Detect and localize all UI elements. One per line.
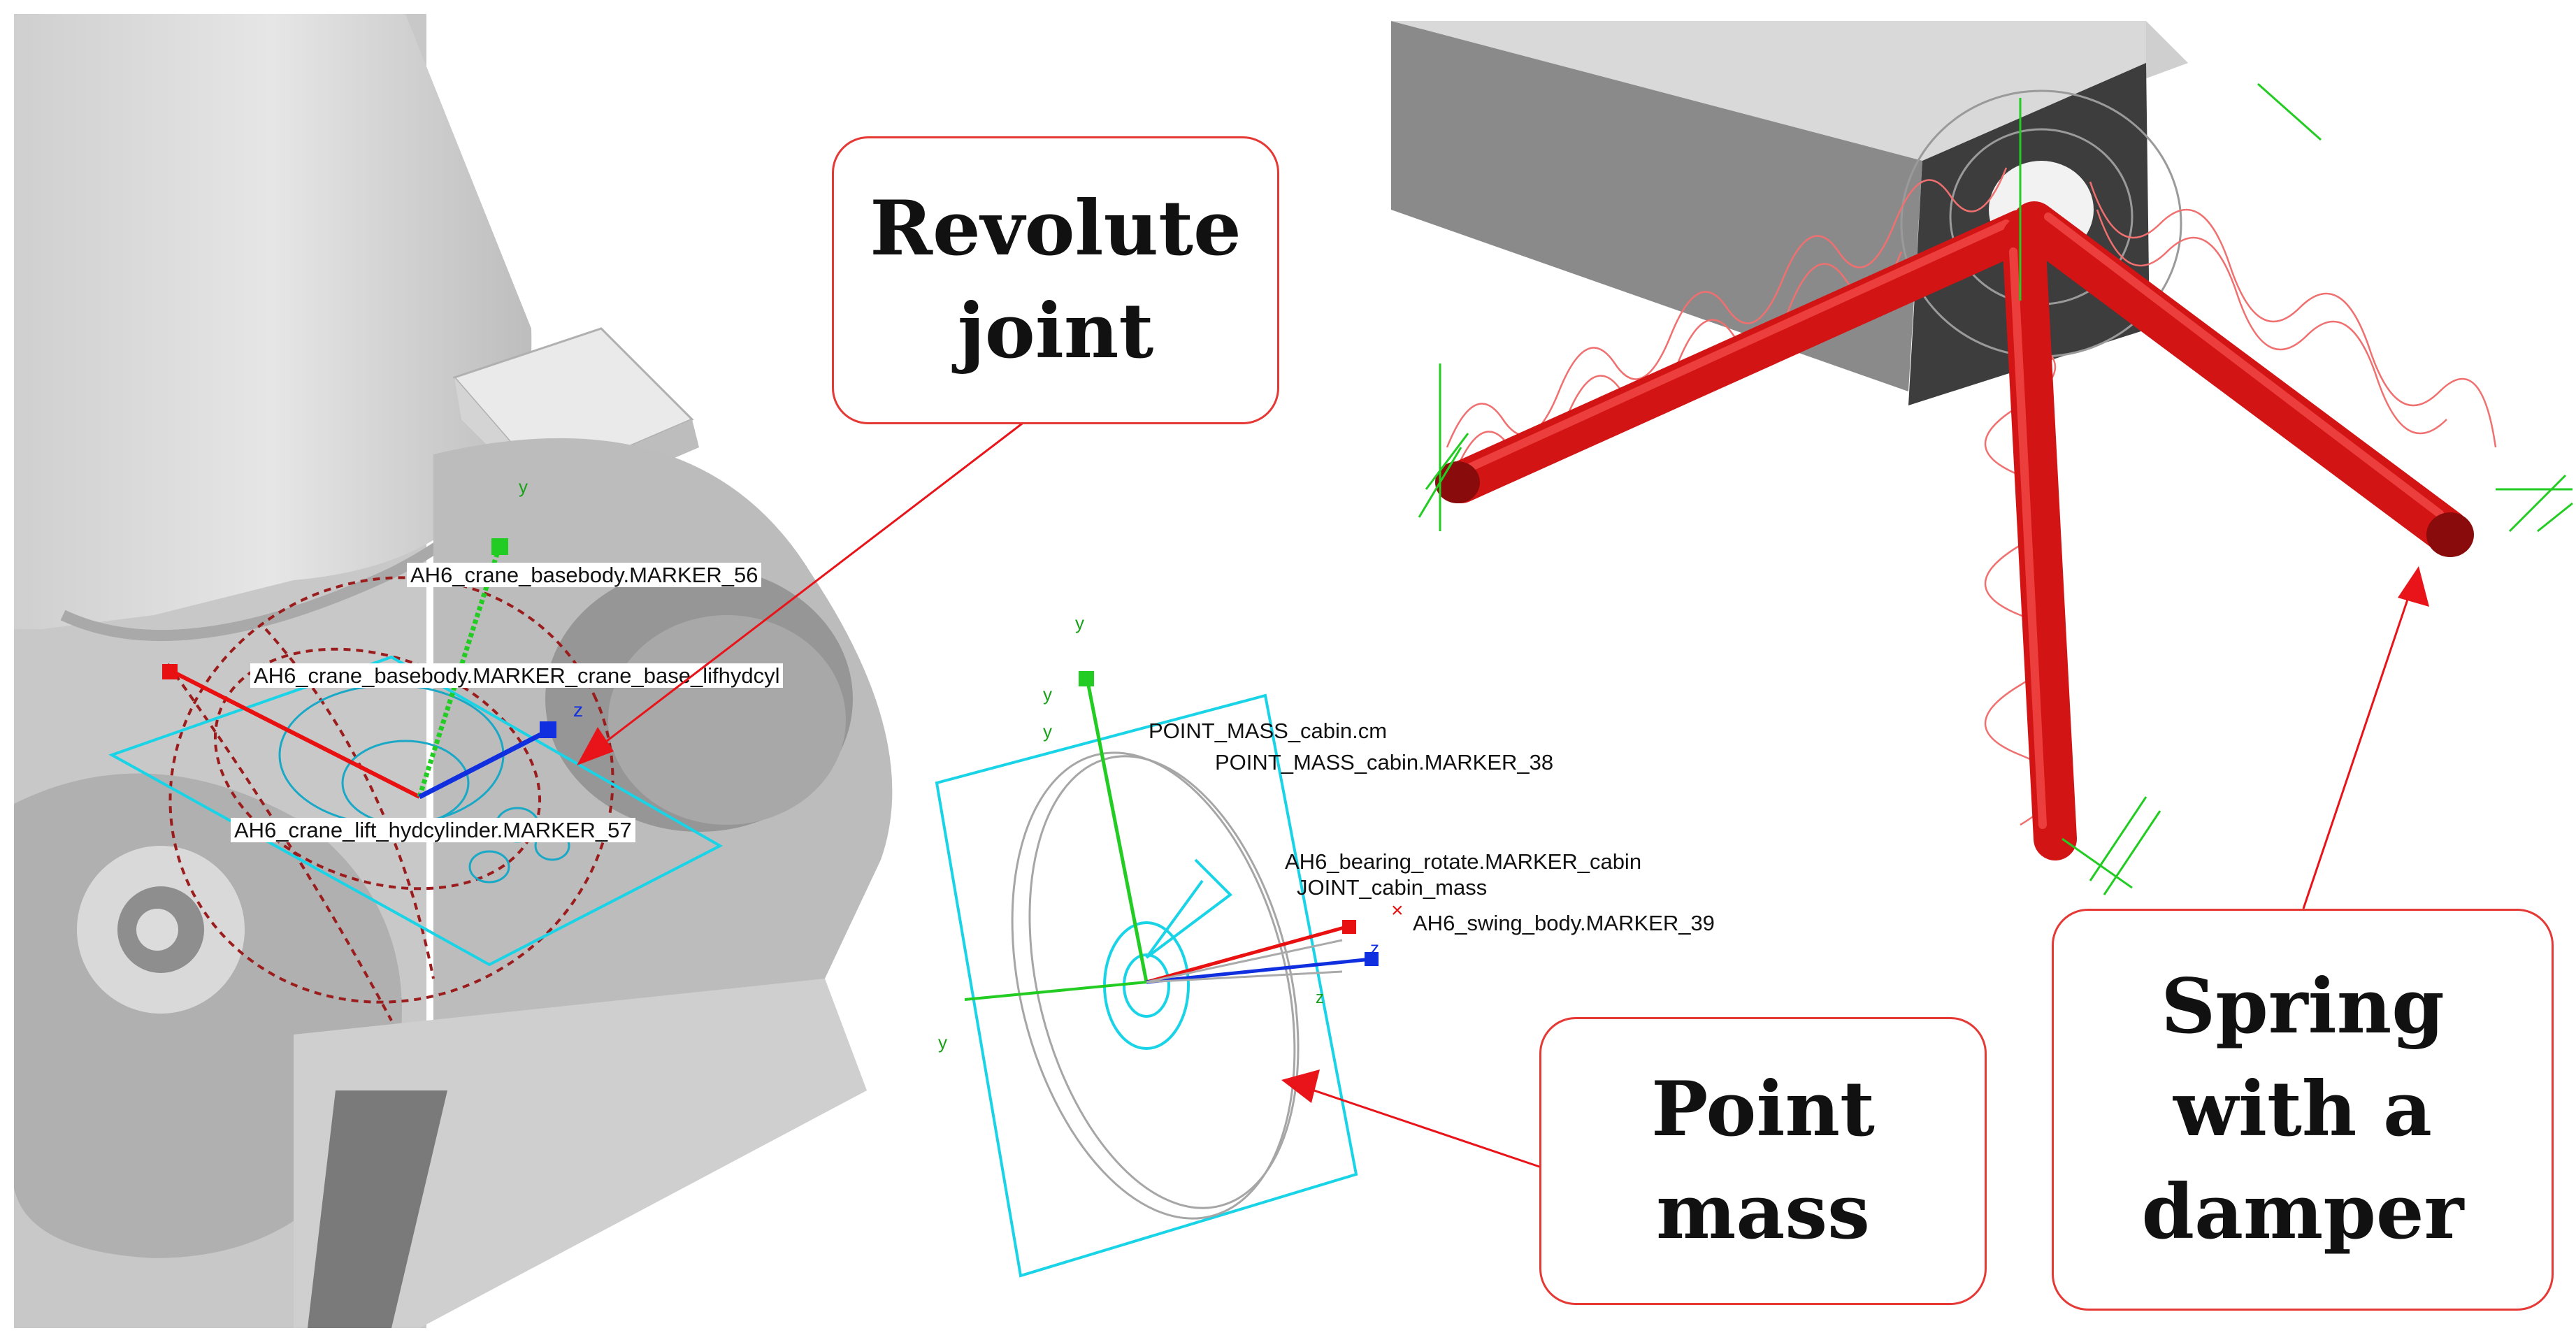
marker-x-axis [170,669,421,799]
pm-axis-y-mid: y [1043,684,1052,705]
callout-spring-damper: Spring with a damper [2052,909,2554,1311]
axis-label-y-left: y [519,476,528,497]
label-marker-crane-base-lift: AH6_crane_basebody.MARKER_crane_base_lif… [250,663,784,688]
pm-red-axis [1146,924,1350,984]
upper-cylinder [14,14,532,629]
spring-damper-view [1391,21,2573,895]
marker-green-square [491,538,508,555]
joint-plane [108,655,724,967]
point-mass-plane [935,693,1358,1278]
beam-top [1391,21,2188,161]
label-point-mass-marker-38: POINT_MASS_cabin.MARKER_38 [1215,750,1554,775]
label-swing-body-marker-39: AH6_swing_body.MARKER_39 [1413,911,1715,935]
green-markers [1418,82,2573,895]
marker-red-square [162,664,178,679]
marker-y-axis [417,544,503,798]
axis-label-z-left: z [573,699,583,721]
pm-axis-z-right: z [1370,937,1379,958]
point-mass-view: × y y y y z z [935,612,1404,1278]
label-point-mass-cm: POINT_MASS_cabin.cm [1149,719,1388,743]
marker-blue-square [540,721,556,738]
pm-axis-y-mid2: y [1043,721,1052,742]
pm-x-axis-green [964,981,1147,1001]
pm-x-mark: × [1391,899,1404,922]
pm-axis-z-bottom: z [1316,988,1324,1007]
label-marker-57: AH6_crane_lift_hydcylinder.MARKER_57 [231,818,635,842]
pm-axis-y-left: y [938,1032,947,1053]
callout-point-mass: Point mass [1539,1017,1987,1305]
callout-revolute-joint: Revolute joint [832,136,1279,424]
beam-side [1391,21,1922,391]
label-bearing-rotate-marker: AH6_bearing_rotate.MARKER_cabin [1285,849,1642,874]
damper-rods [1435,201,2474,860]
label-joint-cabin-mass: JOINT_cabin_mass [1297,875,1488,900]
pm-y-axis-green [1085,677,1149,983]
label-marker-56: AH6_crane_basebody.MARKER_56 [407,563,762,587]
marker-z-axis [418,728,550,800]
pm-blue-axis [1146,957,1372,984]
pm-axis-y-top: y [1075,612,1084,633]
